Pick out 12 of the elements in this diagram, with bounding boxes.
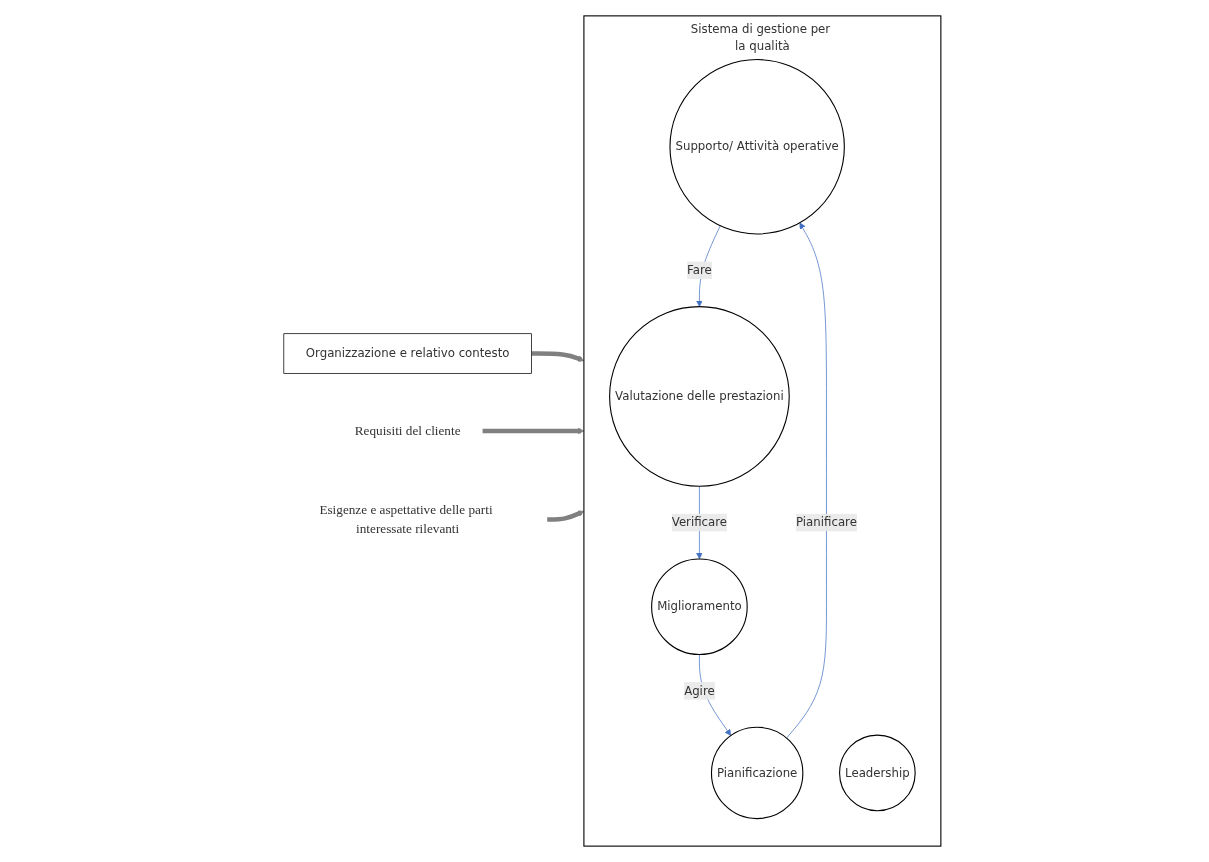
node-text: Esigenze e aspettative delle parti interessate rilevanti: [319, 501, 493, 537]
edge-label: Agire: [684, 683, 715, 698]
node-circle: Miglioramento: [651, 558, 748, 656]
edge-label: Pianificare: [796, 515, 857, 530]
node-circle: Leadership: [839, 734, 916, 812]
node-circle: Pianificazione: [710, 726, 804, 820]
node-text: Requisiti del cliente: [354, 423, 461, 438]
edge-label: Verificare: [671, 515, 728, 530]
node-circle: Valutazione delle prestazioni: [609, 306, 790, 487]
node-circle: Supporto/ Attività operative: [669, 59, 845, 235]
node-box: Organizzazione e relativo contesto: [283, 333, 532, 374]
edge-label: Fare: [687, 262, 712, 277]
